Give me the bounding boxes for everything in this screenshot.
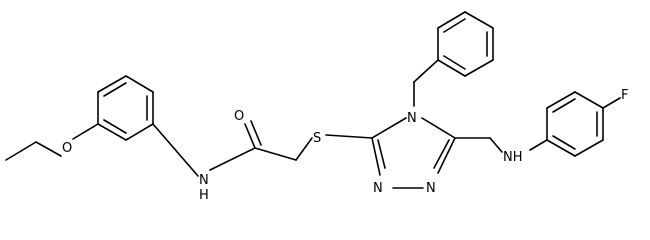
sulfur-label: S [313, 131, 321, 146]
triazole-n4-label: N [407, 111, 417, 126]
fluorophenyl-ring [546, 91, 621, 157]
carbonyl-oxygen-label: O [234, 109, 244, 124]
triazole-ring [325, 117, 456, 189]
amide-nitrogen-label: N [199, 173, 209, 188]
aminomethyl-linker [454, 137, 548, 153]
fluorine-label: F [621, 88, 628, 103]
ethoxyphenyl-ring [97, 75, 154, 141]
benzyl-group [413, 11, 494, 107]
acetamide-linker [152, 120, 313, 177]
ether-oxygen-label: O [62, 141, 72, 156]
triazole-n2-label: N [373, 181, 383, 196]
ethoxy-group [5, 123, 99, 161]
triazole-n1-label: N [426, 181, 436, 196]
structure-diagram: O O N H S N N N NH F [5, 11, 628, 202]
amide-hydrogen-label: H [199, 188, 209, 202]
amine-nh-label: NH [503, 150, 523, 165]
